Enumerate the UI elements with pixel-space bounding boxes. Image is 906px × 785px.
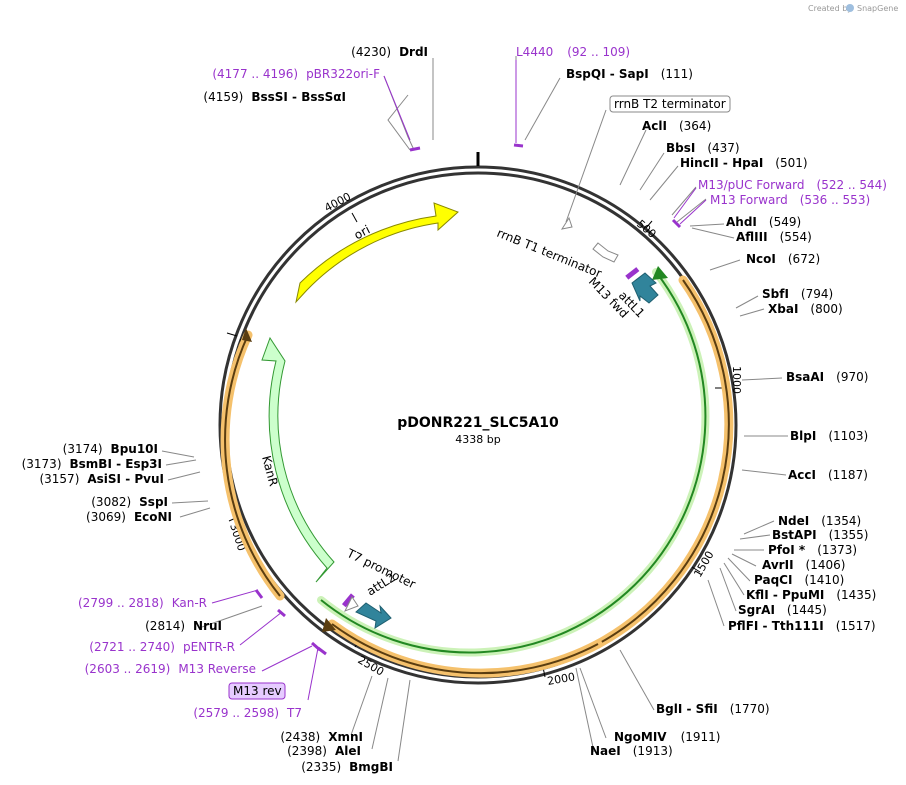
primer-pentr-r: (2721 .. 2740)pENTR-R [89, 640, 235, 654]
rrnb-t2-feature: rrnB T2 terminator [560, 95, 731, 230]
tick-label: 1000 [730, 366, 743, 394]
primer-lines [211, 60, 707, 701]
credit-brand: SnapGene [857, 4, 898, 13]
primers: L4440(92 .. 109) (4177 .. 4196)pBR322ori… [78, 45, 887, 720]
site-drdi: (4230)DrdI [351, 45, 428, 59]
site-naei: NaeI(1913) [590, 744, 673, 758]
site-nrui: (2814)NruI [145, 619, 222, 633]
site-pflfi: PflFI - Tth111I(1517) [728, 619, 876, 633]
site-blpi: BlpI(1103) [790, 429, 868, 443]
insert-orf-right [317, 266, 734, 678]
snapgene-logo-icon [846, 4, 854, 12]
sites-left: (2814)NruI (3069)EcoNI (3082)SspI (3157)… [22, 442, 222, 633]
plasmid-name: pDONR221_SLC5A10 [397, 415, 559, 431]
site-hincii: HincII - HpaI(501) [680, 156, 808, 170]
site-acli: AclI(364) [642, 119, 711, 133]
rrnb-t2-label: rrnB T2 terminator [614, 97, 726, 111]
site-afliii: AflIII(554) [736, 230, 812, 244]
site-acci: AccI(1187) [788, 468, 868, 482]
site-pfoi: PfoI *(1373) [768, 543, 857, 557]
site-xmni: (2438)XmnI [280, 730, 363, 744]
site-paqci: PaqCI(1410) [754, 573, 844, 587]
site-bsmbi: (3173)BsmBI - Esp3I [22, 457, 162, 471]
rrnb-t1-feature: rrnB T1 terminator [495, 226, 619, 281]
ori-label: ori [352, 222, 373, 242]
ori-feature: ori [295, 202, 459, 304]
site-bsssi: (4159)BssSI - BssSαI [203, 90, 346, 104]
m13-rev-box [228, 682, 286, 700]
site-avrii: AvrII(1406) [762, 558, 845, 572]
site-xbai: XbaI(800) [768, 302, 843, 316]
site-ngomiv: NgoMIV(1911) [614, 730, 720, 744]
site-ndei: NdeI(1354) [778, 514, 861, 528]
site-alei: (2398)AleI [287, 744, 361, 758]
site-sbfi: SbfI(794) [762, 287, 833, 301]
sites-bottom: BglI - SfiI(1770) NgoMIV(1911) NaeI(1913… [280, 702, 769, 774]
cds-left [220, 328, 285, 601]
site-bmgbi: (2335)BmgBI [301, 760, 393, 774]
site-econi: (3069)EcoNI [86, 510, 172, 524]
primer-m13-puc-forward: M13/pUC Forward(522 .. 544) [698, 178, 887, 192]
primer-marks [254, 143, 682, 656]
snapgene-credit: Created by SnapGene [808, 4, 898, 13]
plasmid-size: 4338 bp [455, 433, 500, 446]
site-bspqi: BspQI - SapI(111) [566, 67, 693, 81]
site-sgrai: SgrAI(1445) [738, 603, 827, 617]
sites-right: AhdI(549) AflIII(554) NcoI(672) SbfI(794… [726, 215, 876, 633]
sites-top: (4230)DrdI (4159)BssSI - BssSαI BspQI - … [203, 45, 807, 170]
credit-text: Created by [808, 4, 852, 13]
kanr-feature: KanR [259, 336, 335, 583]
rrnb-t2-box [609, 95, 731, 113]
primer-t7: (2579 .. 2598)T7 [193, 706, 302, 720]
primer-kan-r: (2799 .. 2818)Kan-R [78, 596, 207, 610]
primer-pbr322ori: (4177 .. 4196)pBR322ori-F [212, 67, 380, 81]
site-sspi: (3082)SspI [91, 495, 168, 509]
site-kfli: KflI - PpuMI(1435) [746, 588, 876, 602]
site-bgli: BglI - SfiI(1770) [656, 702, 770, 716]
m13-rev-label: M13 rev [233, 684, 282, 698]
site-bbsi: BbsI(437) [666, 141, 740, 155]
primer-m13-forward: M13 Forward(536 .. 553) [710, 193, 870, 207]
site-ncoi: NcoI(672) [746, 252, 820, 266]
tick-label: 4000 [322, 190, 353, 215]
site-bstapi: BstAPI(1355) [772, 528, 868, 542]
site-bpu10i: (3174)Bpu10I [63, 442, 158, 456]
site-ahdi: AhdI(549) [726, 215, 801, 229]
primer-l4440: L4440(92 .. 109) [516, 45, 630, 59]
ori-text: ori [352, 222, 373, 242]
tick-label: 2000 [546, 670, 576, 688]
primer-m13-reverse: (2603 .. 2619)M13 Reverse [85, 662, 256, 676]
site-bsaai: BsaAI(970) [786, 370, 868, 384]
rrnb-t1-label: rrnB T1 terminator [495, 226, 604, 281]
site-asisi: (3157)AsiSI - PvuI [39, 472, 164, 486]
